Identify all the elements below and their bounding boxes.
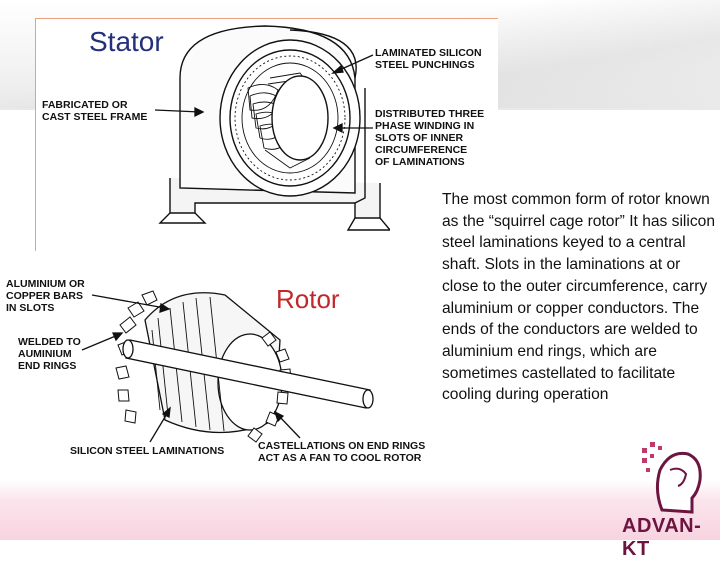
rotor-description: The most common form of rotor known as t… <box>442 189 716 406</box>
rotor-pointer-lines <box>0 260 460 480</box>
advan-kt-logo-text: ADVAN-KT <box>622 515 720 561</box>
advan-kt-head-logo <box>640 440 710 520</box>
bottom-pink-band <box>0 480 720 540</box>
